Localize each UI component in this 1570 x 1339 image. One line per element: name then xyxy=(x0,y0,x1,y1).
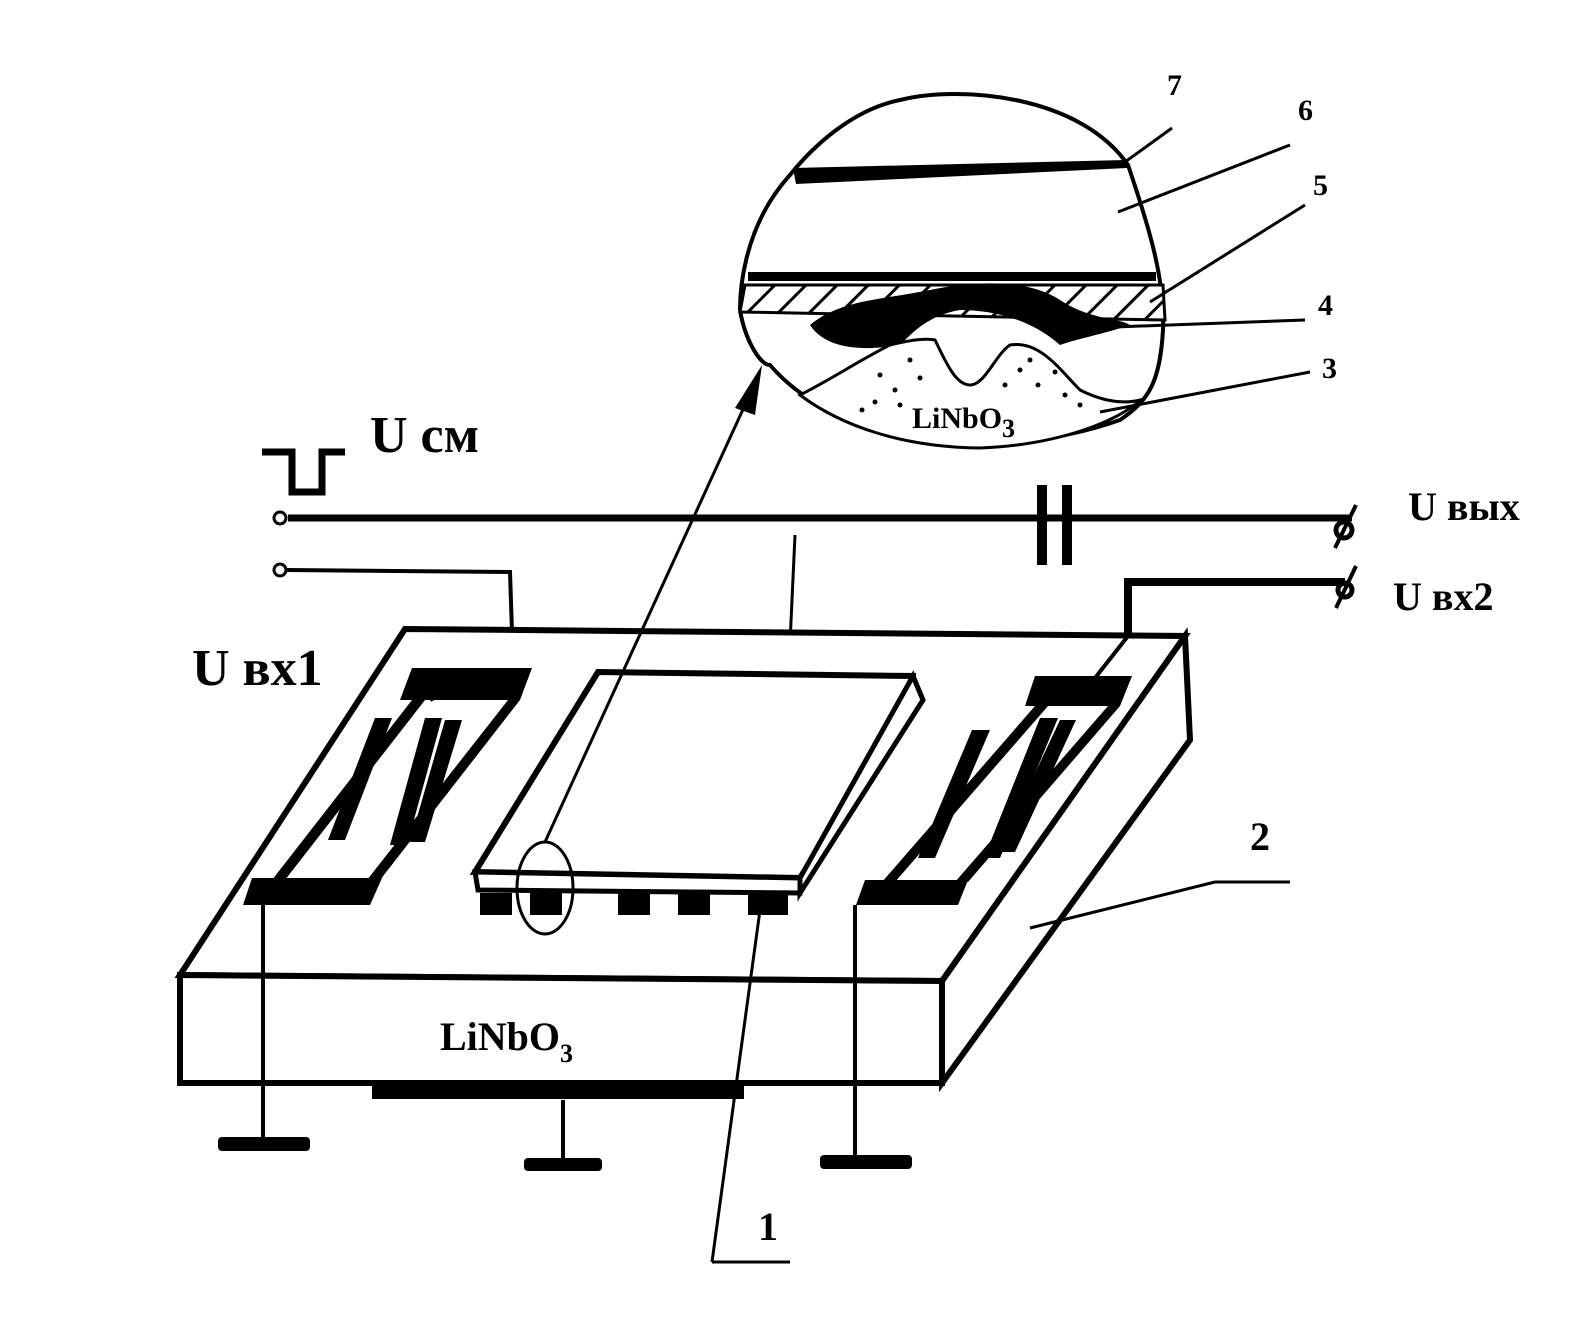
magnified-inset xyxy=(737,92,1311,450)
callout-5: 5 xyxy=(1313,169,1328,202)
label-substrate-material: LiNbO3 xyxy=(440,1014,573,1068)
left-idt-transducer xyxy=(243,668,532,985)
label-u-out: U вых xyxy=(1408,484,1520,529)
callout-2: 2 xyxy=(1250,814,1270,859)
label-u-in1: U вх1 xyxy=(192,640,323,697)
right-idt-transducer xyxy=(853,634,1132,990)
capacitor xyxy=(1037,485,1072,565)
callout-3: 3 xyxy=(1322,352,1337,385)
label-u-bias: U см xyxy=(370,407,479,464)
callout-7: 7 xyxy=(1167,69,1182,102)
input2-wire xyxy=(1124,565,1358,636)
callout-leader-1 xyxy=(710,909,790,1264)
label-inset-material: LiNbO3 xyxy=(912,402,1015,443)
bias-pulse-symbol xyxy=(262,448,345,496)
callout-4: 4 xyxy=(1318,289,1333,322)
magnification-arrow xyxy=(543,365,762,843)
callout-leader-2 xyxy=(1029,880,1290,930)
ground-symbols xyxy=(218,985,912,1171)
label-u-in2: U вх2 xyxy=(1393,574,1494,619)
callout-6: 6 xyxy=(1298,94,1313,127)
bias-line xyxy=(272,510,1352,526)
output-terminal-icon xyxy=(1333,504,1358,549)
callout-1: 1 xyxy=(758,1204,778,1249)
layered-structure xyxy=(469,668,926,936)
